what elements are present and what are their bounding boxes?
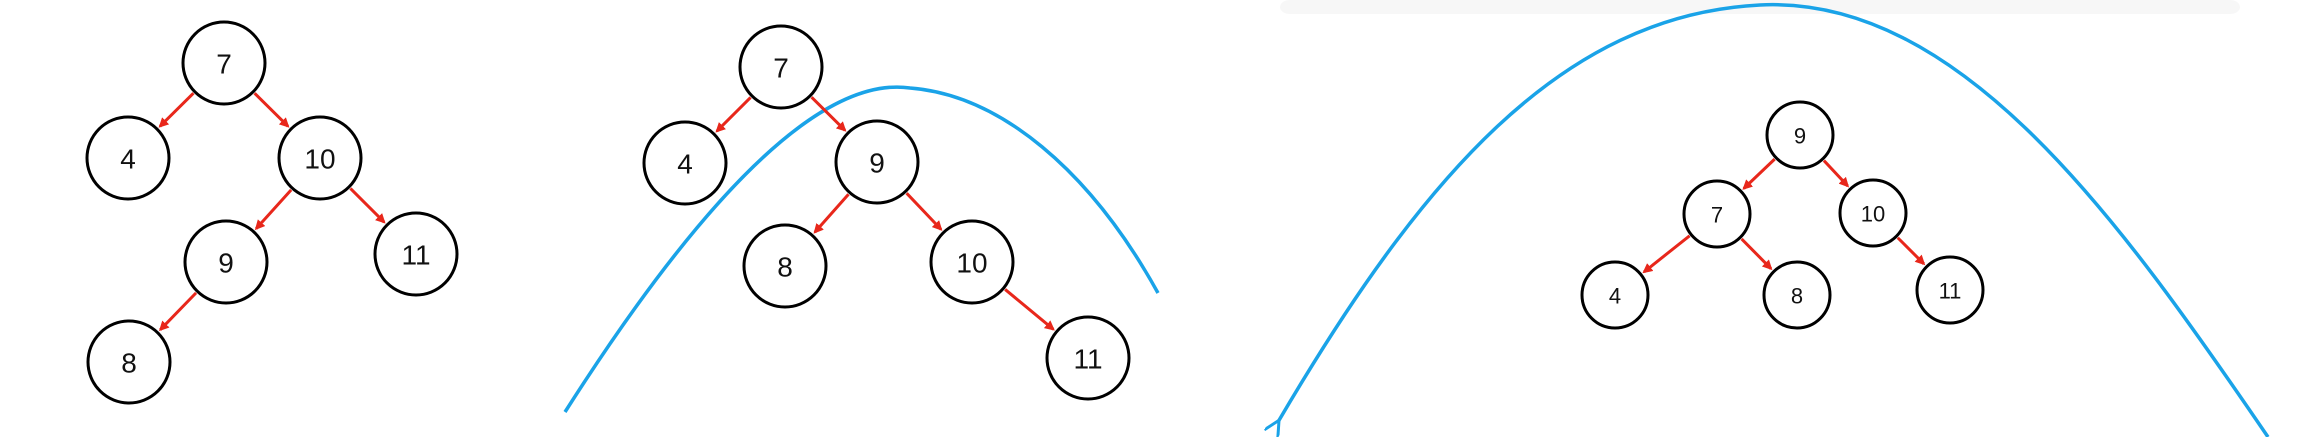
edge-after-left-rotation-7-to-4 (1642, 234, 1691, 274)
node-label: 10 (956, 248, 987, 279)
node-label: 11 (401, 240, 430, 271)
node-label: 10 (304, 144, 335, 175)
edge-after-first-rotation-7-to-4 (715, 96, 752, 133)
curves-layer (563, 3, 2270, 437)
node-circle (85, 115, 171, 201)
edge-after-left-rotation-9-to-7 (1742, 158, 1776, 190)
edge-before-rotation-10-to-11 (349, 187, 386, 224)
node-label: 7 (216, 49, 232, 80)
edge-after-first-rotation-9-to-10 (905, 192, 943, 231)
node-label: 11 (1073, 344, 1102, 375)
edge-before-rotation-9-to-8 (158, 291, 198, 332)
node-before-rotation-9: 9 (183, 219, 269, 305)
node-before-rotation-4: 4 (85, 115, 171, 201)
node-after-first-rotation-9: 9 (834, 119, 920, 205)
node-circle (834, 119, 920, 205)
node-circle (1915, 255, 1985, 325)
node-circle (277, 115, 363, 201)
node-label: 4 (1609, 284, 1621, 309)
node-circle (642, 120, 728, 206)
edge-after-left-rotation-7-to-8 (1740, 237, 1773, 271)
node-after-first-rotation-8: 8 (742, 223, 828, 309)
node-label: 7 (773, 53, 789, 84)
node-circle (738, 24, 824, 110)
node-label: 4 (120, 144, 136, 175)
node-after-first-rotation-7: 7 (738, 24, 824, 110)
node-circle (1682, 179, 1752, 249)
node-after-first-rotation-11: 11 (1045, 315, 1131, 401)
node-after-left-rotation-7: 7 (1682, 179, 1752, 249)
node-circle (1838, 178, 1908, 248)
edge-after-first-rotation-9-to-8 (813, 193, 850, 234)
node-before-rotation-11: 11 (373, 211, 459, 297)
node-after-left-rotation-4: 4 (1580, 260, 1650, 330)
node-label: 8 (121, 348, 137, 379)
node-after-left-rotation-11: 11 (1915, 255, 1985, 325)
edge-before-rotation-7-to-10 (253, 92, 290, 128)
node-circle (929, 219, 1015, 305)
node-circle (1045, 315, 1131, 401)
node-label: 11 (1939, 279, 1962, 304)
node-label: 4 (677, 149, 693, 180)
edge-before-rotation-10-to-9 (254, 188, 293, 231)
node-after-left-rotation-10: 10 (1838, 178, 1908, 248)
node-after-first-rotation-4: 4 (642, 120, 728, 206)
edge-before-rotation-7-to-4 (158, 92, 195, 128)
node-before-rotation-8: 8 (86, 319, 172, 405)
node-label: 7 (1711, 203, 1723, 228)
node-circle (1765, 100, 1835, 170)
node-label: 8 (777, 252, 793, 283)
node-circle (373, 211, 459, 297)
node-circle (742, 223, 828, 309)
node-before-rotation-10: 10 (277, 115, 363, 201)
node-label: 8 (1791, 284, 1803, 309)
node-label: 9 (218, 248, 234, 279)
edge-after-left-rotation-9-to-10 (1822, 159, 1850, 188)
rotation-curve-right (1278, 3, 2270, 437)
nodes-layer: 7 4 10 9 11 8 7 4 9 8 10 11 9 7 10 4 8 11 (85, 20, 1985, 405)
edge-after-first-rotation-10-to-11 (1004, 288, 1055, 331)
node-circle (181, 20, 267, 106)
node-after-left-rotation-9: 9 (1765, 100, 1835, 170)
node-label: 9 (869, 148, 885, 179)
edge-after-left-rotation-10-to-11 (1896, 236, 1926, 266)
node-label: 9 (1794, 124, 1806, 149)
rotation-curve-middle (563, 85, 1160, 413)
node-label: 10 (1861, 202, 1885, 227)
edge-after-first-rotation-7-to-9 (810, 96, 847, 132)
node-circle (86, 319, 172, 405)
node-circle (1762, 260, 1832, 330)
node-after-left-rotation-8: 8 (1762, 260, 1832, 330)
node-circle (1580, 260, 1650, 330)
top-edge-strip (1280, 0, 2240, 14)
edges-layer (158, 92, 1926, 332)
node-after-first-rotation-10: 10 (929, 219, 1015, 305)
node-before-rotation-7: 7 (181, 20, 267, 106)
node-circle (183, 219, 269, 305)
